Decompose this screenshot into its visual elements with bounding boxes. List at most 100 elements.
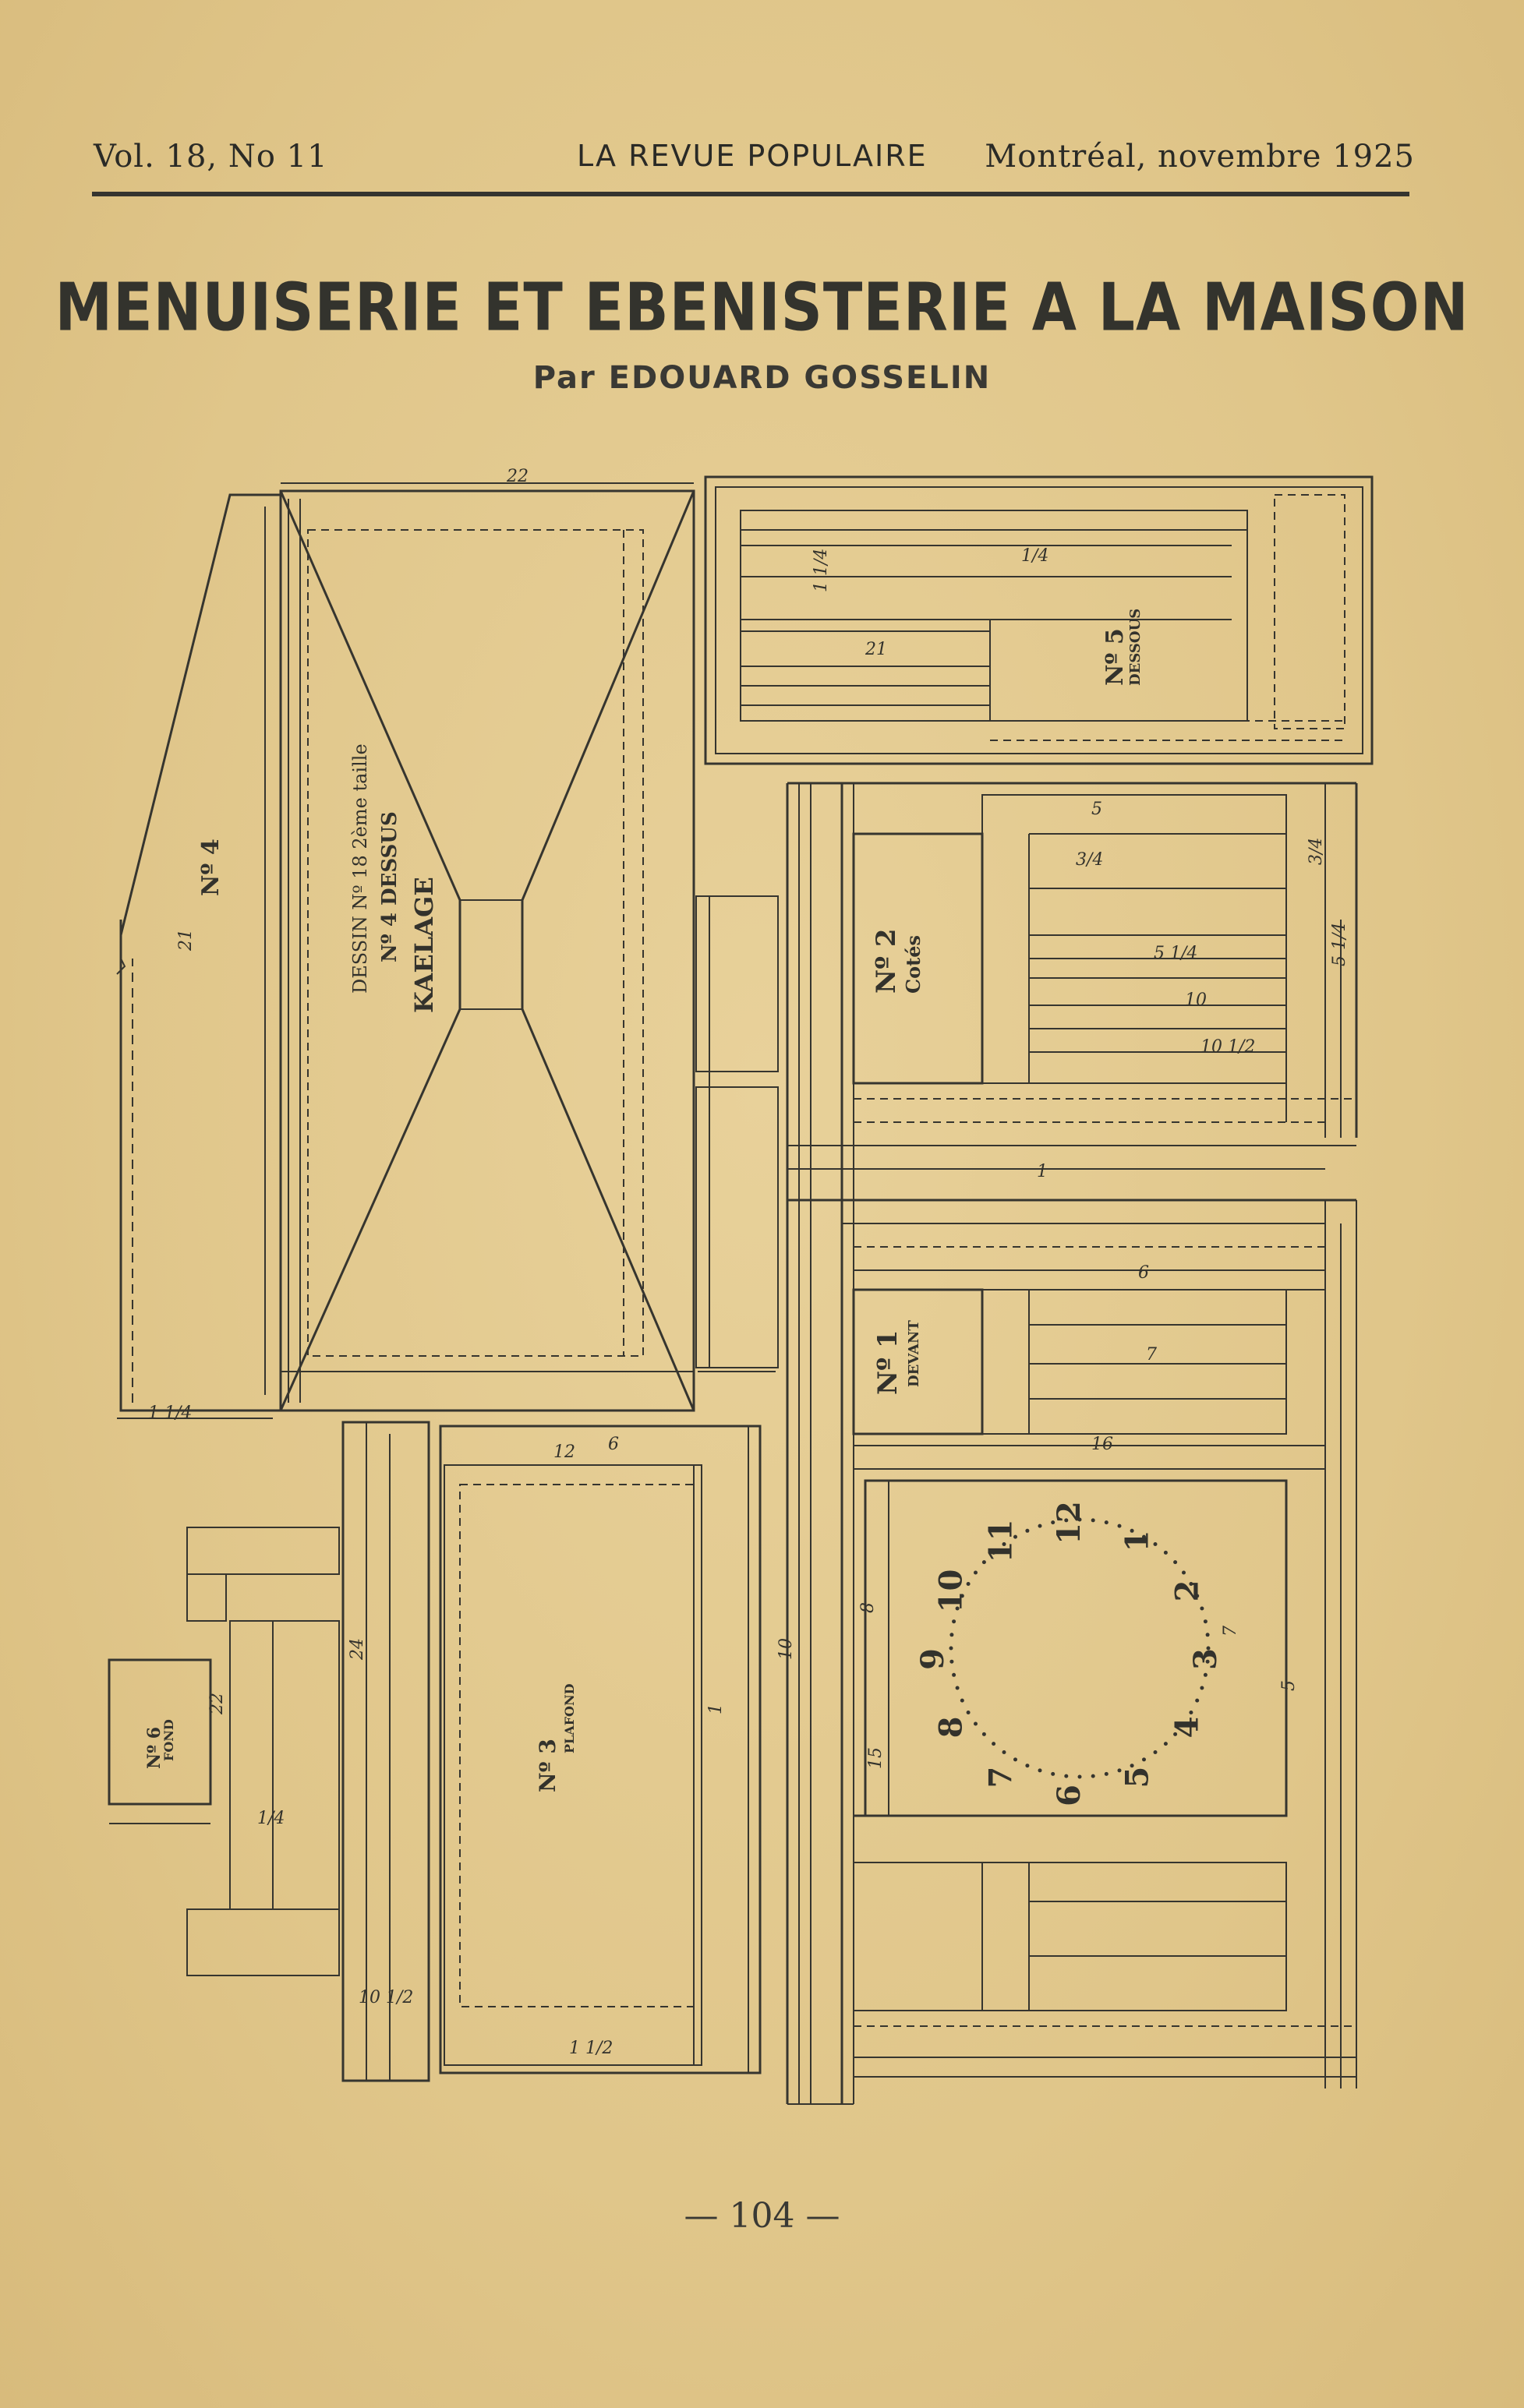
dial-dot (1189, 1582, 1193, 1586)
dial-dot (966, 1582, 971, 1586)
dial-dot (949, 1633, 954, 1637)
dial-dot (1182, 1570, 1186, 1575)
dial-dot (949, 1646, 953, 1651)
dimension-label: 7 (1146, 1345, 1157, 1365)
dimension-label: 24 (348, 1638, 367, 1661)
dial-dot (1182, 1721, 1186, 1726)
dial-dot (952, 1619, 956, 1624)
piece-6-and-rails (108, 1421, 430, 2082)
dial-dot (955, 1686, 960, 1690)
dial-dot (992, 1550, 996, 1555)
dial-dot (1064, 1774, 1069, 1778)
dial-dot (974, 1721, 978, 1726)
dial-dot (960, 1594, 964, 1598)
clock-numeral: 1 (1119, 1530, 1156, 1552)
clock-numeral: 12 (1051, 1501, 1087, 1545)
clock-numeral: 11 (983, 1520, 1020, 1563)
dial-dot (1203, 1619, 1208, 1624)
dial-dot (1189, 1711, 1193, 1714)
dimension-label: 10 1/2 (359, 1988, 413, 2007)
dial-dot (960, 1698, 964, 1703)
dial-dot (1163, 1550, 1168, 1555)
dimension-label: 5 1/4 (1154, 944, 1197, 963)
dial-dot (1173, 1732, 1178, 1736)
dial-dot (981, 1560, 986, 1565)
dial-dot (1205, 1633, 1210, 1637)
dial-dot (1038, 1524, 1042, 1528)
dimension-label: 8 (858, 1602, 878, 1613)
dial-dot (1195, 1594, 1200, 1598)
case-side-panels (786, 782, 1358, 2105)
clock-numeral: 5 (1119, 1767, 1156, 1788)
dial-dot (1091, 1518, 1095, 1523)
dial-dot (1200, 1686, 1204, 1690)
dimension-label: 5 1/4 (1330, 923, 1349, 966)
dial-dot (1195, 1698, 1200, 1703)
article-byline: Par EDOUARD GOSSELIN (532, 360, 992, 396)
dial-dot (955, 1606, 960, 1611)
clock-numeral: 10 (932, 1569, 969, 1613)
piece-4-label: Nº 4 (197, 839, 225, 896)
journal-name: LA REVUE POPULAIRE (577, 139, 928, 173)
dial-dot (1173, 1560, 1178, 1565)
dimension-label: 5 (1091, 800, 1102, 819)
dial-dot (1153, 1750, 1158, 1754)
dimension-label: 1/4 (257, 1809, 285, 1828)
dial-dot (966, 1711, 971, 1714)
dimension-label: 7 (1221, 1626, 1240, 1637)
dial-dot (1104, 1520, 1109, 1525)
dimension-label: 22 (506, 467, 529, 486)
dimension-label: 21 (865, 640, 887, 659)
piece-4-caption-3: KAELAGE (409, 877, 439, 1013)
piece-3-panel (439, 1425, 762, 2074)
article-title: MENUISERIE ET EBENISTERIE A LA MAISON (55, 269, 1469, 347)
dial-dot (1200, 1606, 1204, 1611)
dimension-label: 10 1/2 (1200, 1037, 1255, 1057)
dial-dot (1117, 1768, 1122, 1773)
dial-dot (1130, 1764, 1134, 1768)
dial-dot (1091, 1774, 1095, 1778)
dimension-label: 16 (1091, 1435, 1113, 1454)
dial-dot (992, 1742, 996, 1746)
dial-dot (949, 1659, 954, 1664)
dial-dot (1117, 1524, 1122, 1528)
clock-numeral: 6 (1051, 1785, 1087, 1806)
volume-number: Vol. 18, No 11 (94, 139, 328, 175)
piece-4-panel (116, 493, 301, 1419)
dial-dot (1142, 1757, 1146, 1762)
clock-face-dial (949, 1517, 1211, 1779)
piece-4-caption-1: Nº 4 DESSUS (378, 811, 401, 962)
piece-2-label: Nº 2 (871, 928, 902, 994)
dimension-label: 1 1/4 (812, 549, 831, 592)
dimension-label: 5 (1279, 1680, 1299, 1691)
dial-dot (1203, 1672, 1208, 1677)
dial-dot (1002, 1542, 1006, 1546)
dial-dot (1051, 1771, 1055, 1776)
dimension-label: 1 1/4 (148, 1403, 192, 1423)
dial-dot (1025, 1528, 1030, 1533)
dimension-label: 1 (1037, 1162, 1048, 1181)
dial-dot (1025, 1764, 1030, 1768)
dimension-label: 3/4 (1307, 838, 1326, 865)
dial-dot (1064, 1518, 1069, 1523)
dial-dot (1142, 1534, 1146, 1539)
clock-numeral: 7 (983, 1767, 1020, 1788)
dial-dot (1013, 1757, 1017, 1762)
dial-dot (1038, 1768, 1042, 1773)
piece-1-label: Nº 1 (872, 1329, 903, 1395)
dial-dot (1077, 1774, 1082, 1779)
dimension-label: 10 (776, 1638, 796, 1660)
piece-1-caption: DEVANT (906, 1320, 922, 1387)
side-strips (695, 895, 779, 1372)
piece-4-caption-2: DESSIN Nº 18 2ème taille (349, 743, 371, 994)
header-rule (92, 192, 1409, 196)
clock-numeral: 8 (932, 1717, 969, 1739)
dimension-label: 15 (866, 1747, 886, 1769)
dimension-label: 1/4 (1021, 546, 1048, 566)
clock-numeral: 3 (1187, 1648, 1224, 1670)
piece-6-caption: FOND (161, 1719, 176, 1761)
dial-dot (981, 1732, 986, 1736)
dial-dot (974, 1570, 978, 1575)
piece-5-frame (704, 475, 1374, 765)
